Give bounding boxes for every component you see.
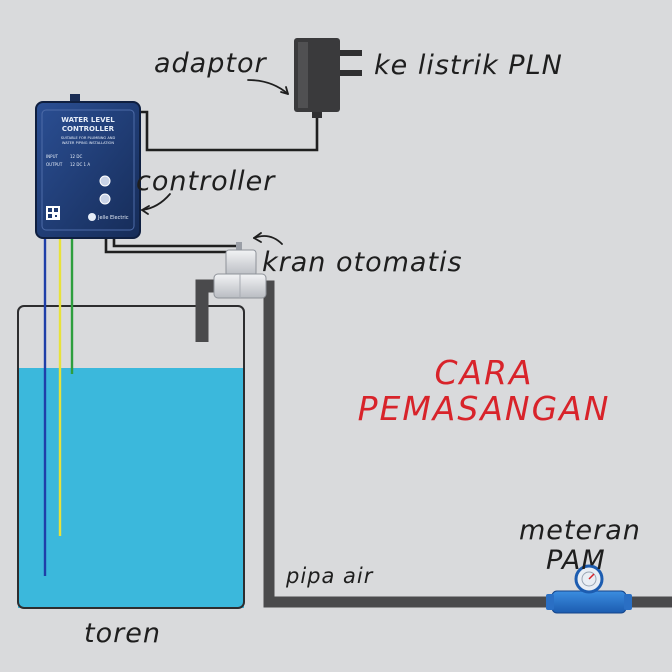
controller-body: [35, 101, 141, 239]
valve-coil: [225, 249, 257, 277]
cable-controller-valve-1: [104, 236, 236, 254]
controller-brand: Jelle Electric: [97, 215, 129, 221]
controller-heading-1: WATER LEVEL: [61, 116, 115, 124]
adaptor-device: [294, 38, 362, 118]
title-line2: PEMASANGAN: [358, 389, 611, 428]
label-valve: kran otomatis: [262, 247, 463, 278]
pointer-arrows: [141, 79, 289, 245]
tank-outline: [17, 305, 245, 609]
cables: [104, 110, 319, 254]
sensor-wires: [43, 236, 74, 576]
arrow-adaptor: [247, 79, 289, 95]
label-meter-line2: PAM: [546, 545, 606, 576]
meter-body: [551, 590, 627, 614]
water-meter: [546, 564, 632, 614]
label-tank: toren: [84, 618, 161, 649]
controller-indicator-2: [99, 193, 111, 205]
cable-controller-valve-2: [112, 236, 236, 248]
title-line1: CARA: [434, 353, 533, 392]
label-pipe: pipa air: [285, 564, 374, 588]
controller-output-value: 12 DC 1 A: [70, 162, 90, 167]
controller-device: WATER LEVEL CONTROLLER SUITABLE FOR PLUM…: [35, 94, 141, 239]
pipe-inlet: [195, 279, 216, 342]
label-controller: controller: [136, 166, 276, 197]
label-meter-line1: meteran: [519, 515, 641, 546]
controller-input-label: INPUT: [46, 154, 59, 159]
brand-logo-icon: [88, 213, 96, 221]
adaptor-prong-top: [340, 50, 362, 56]
label-power-source: ke listrik PLN: [374, 50, 563, 81]
controller-heading-2: CONTROLLER: [62, 125, 115, 133]
water-fill: [18, 368, 244, 608]
arrow-controller: [141, 193, 171, 211]
controller-indicator-1: [99, 175, 111, 187]
pipe-main: [263, 280, 672, 608]
cable-adaptor-controller: [140, 110, 319, 152]
controller-sub-1: SUITABLE FOR PLUMBING AND: [61, 136, 116, 140]
label-adaptor: adaptor: [154, 48, 267, 79]
controller-sub-2: WATER PIPING INSTALLATION: [62, 141, 114, 145]
controller-output-label: OUTPUT: [46, 162, 63, 167]
controller-input-value: 12 DC: [70, 154, 82, 159]
water-tank: [17, 305, 245, 609]
solenoid-valve: [213, 242, 267, 299]
adaptor-prong-bottom: [340, 70, 362, 76]
